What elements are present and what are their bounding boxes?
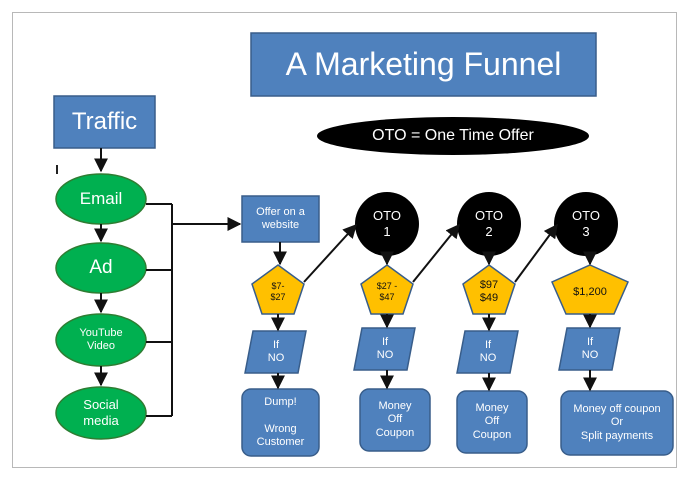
- oto-1-circle: [355, 192, 419, 256]
- legend-ellipse: [317, 117, 589, 155]
- price-3-label: $97 $49: [479, 278, 499, 304]
- price-4-label: $1,200: [573, 286, 607, 299]
- flow-arrows: [271, 223, 597, 392]
- legend-text: OTO = One Time Offer: [372, 127, 534, 145]
- if-no-4-label: If NO: [581, 335, 599, 361]
- source-email-label: Email: [79, 188, 123, 208]
- offer-label: Offer on a website: [256, 205, 305, 231]
- diagram-frame: [12, 12, 677, 468]
- source-social-ellipse: [55, 386, 147, 440]
- oto-3-circle: [554, 192, 618, 256]
- title-box: [250, 32, 597, 97]
- traffic-label: Traffic: [71, 107, 138, 135]
- oto-2-circle: [457, 192, 521, 256]
- if-no-4: [558, 327, 621, 371]
- if-no-3: [456, 330, 519, 374]
- source-ad-label: Ad: [89, 256, 113, 278]
- outcome-4-label: Money off coupon Or Split payments: [573, 403, 661, 442]
- if-no-2-label: If NO: [376, 335, 394, 361]
- if-no-2: [353, 327, 416, 371]
- outcome-1-label: Dump! Wrong Customer: [256, 396, 305, 448]
- price-1-label: $7- $27: [270, 281, 286, 302]
- traffic-box: [53, 95, 156, 149]
- oto-2-label: OTO 2: [475, 208, 503, 239]
- price-2-label: $27 - $47: [376, 281, 398, 302]
- outcome-box-2: [359, 388, 431, 452]
- stray-tick-mark: [56, 165, 58, 174]
- outcome-2-label: Money Off Coupon: [375, 400, 415, 439]
- source-youtube-label: YouTube Video: [79, 326, 123, 352]
- outcome-box-4: [560, 390, 674, 456]
- if-no-3-label: If NO: [479, 338, 497, 364]
- if-no-1: [244, 330, 307, 374]
- source-bracket: [146, 203, 242, 417]
- outcome-3-label: Money Off Coupon: [472, 402, 512, 441]
- if-no-1-label: If NO: [267, 338, 285, 364]
- diagram-title: A Marketing Funnel: [285, 46, 562, 83]
- oto-3-label: OTO 3: [572, 208, 600, 239]
- oto-1-label: OTO 1: [373, 208, 401, 239]
- source-social-label: Social media: [83, 397, 119, 428]
